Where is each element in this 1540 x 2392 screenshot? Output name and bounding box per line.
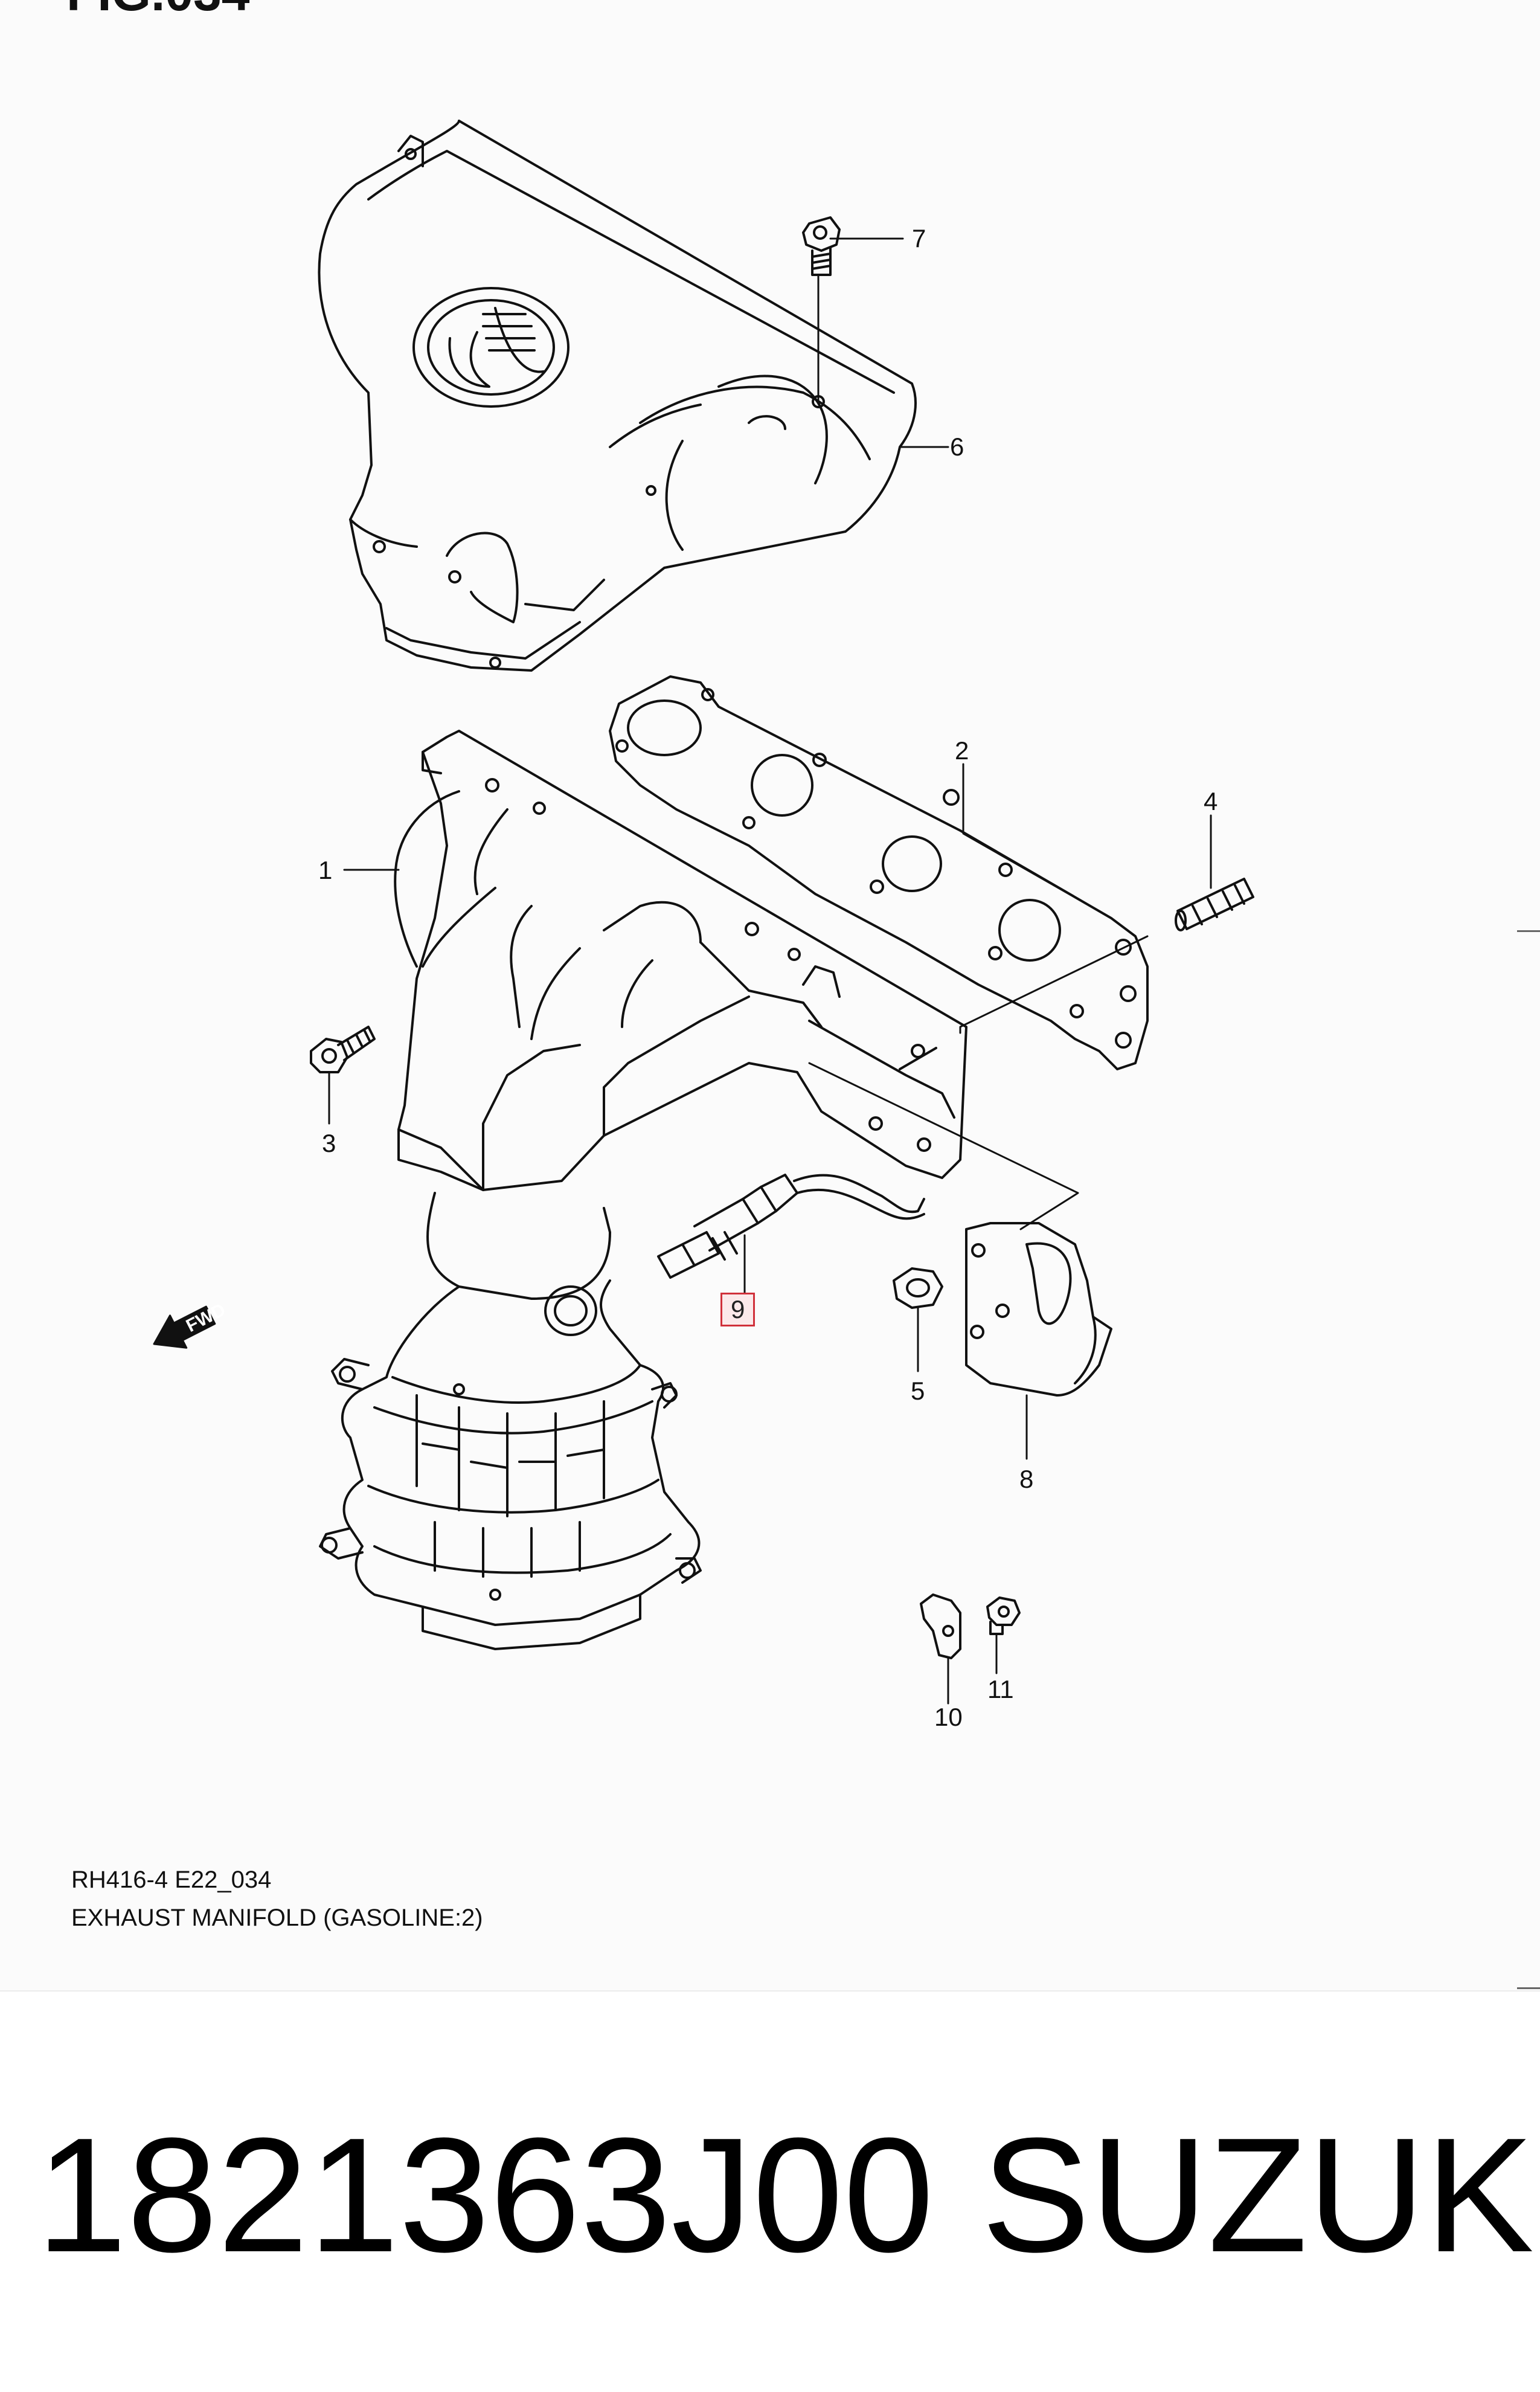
callout-7[interactable]: 7 — [912, 224, 926, 252]
edge-mark — [1517, 1987, 1540, 1989]
gasket-part-2 — [609, 675, 1149, 1070]
callout-8[interactable]: 8 — [1019, 1465, 1034, 1493]
catalytic-converter — [319, 1192, 702, 1650]
figure-title: FIG.034 — [66, 0, 249, 22]
model-code: RH416-4 E22_034 — [71, 1866, 272, 1893]
nut-part-5 — [893, 1267, 943, 1309]
stud-part-4 — [1175, 878, 1254, 931]
edge-mark — [1517, 930, 1540, 932]
callout-11[interactable]: 11 — [987, 1675, 1014, 1703]
footer: 1821363J00 SUZUKI — [0, 2114, 1540, 2295]
heat-shield-part-6 — [318, 120, 917, 672]
section-title: EXHAUST MANIFOLD (GASOLINE:2) — [71, 1905, 483, 1931]
bracket-part-8 — [965, 1222, 1112, 1397]
callout-4[interactable]: 4 — [1204, 787, 1218, 815]
bracket-part-10 — [920, 1593, 961, 1659]
sheet-edge — [0, 1990, 1540, 1992]
callout-5[interactable]: 5 — [911, 1377, 925, 1405]
part-number: 1821363J00 — [36, 2104, 934, 2286]
oxygen-sensor-part-9 — [657, 1174, 925, 1279]
exhaust-manifold-diagram: FWD — [153, 120, 1254, 1705]
callout-2[interactable]: 2 — [955, 736, 969, 765]
callout-6[interactable]: 6 — [950, 432, 964, 461]
brand-name: SUZUKI — [981, 2104, 1540, 2286]
callout-1[interactable]: 1 — [318, 856, 333, 884]
fwd-arrow-icon: FWD — [153, 1300, 229, 1349]
manifold-part-1 — [394, 730, 967, 1191]
bolt-part-7 — [802, 216, 841, 276]
bolt-part-3 — [310, 1026, 376, 1073]
callout-9-highlighted[interactable]: 9 — [720, 1293, 756, 1326]
leader-lines — [328, 237, 1212, 1705]
fwd-label: FWD — [183, 1300, 229, 1336]
bolt-part-11 — [986, 1596, 1021, 1635]
callout-10[interactable]: 10 — [934, 1703, 963, 1731]
callout-3[interactable]: 3 — [322, 1129, 336, 1157]
